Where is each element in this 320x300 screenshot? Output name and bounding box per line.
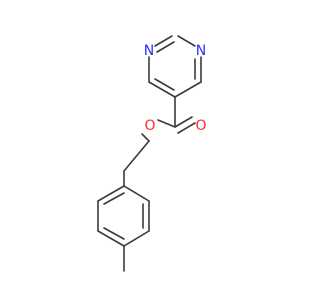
bond-carbonyl-o-double-1 xyxy=(174,116,193,128)
atom-n1-label: N xyxy=(144,43,154,59)
bond-ar4-ar5 xyxy=(97,230,125,247)
bond-c5-c6 xyxy=(148,81,176,98)
bond-n1-c2 xyxy=(154,35,173,47)
bond-ar4-ar5-inner xyxy=(103,227,125,240)
bond-layer xyxy=(97,35,202,272)
bond-c4-c5 xyxy=(174,81,202,98)
bond-carbonyl-o-ester xyxy=(157,119,176,128)
structure-canvas: N N O O xyxy=(97,35,207,272)
molecule-drawing: N N O O xyxy=(97,35,207,272)
bond-ar1-ar2 xyxy=(123,185,150,202)
bond-carbonyl-o-double-2 xyxy=(177,122,196,134)
atom-o-carbonyl-label: O xyxy=(195,118,206,134)
bond-o-ch2 xyxy=(141,133,150,142)
atom-o-ester-label: O xyxy=(144,118,155,134)
bond-c2-n3 xyxy=(177,35,196,47)
bond-c5-c6-inner xyxy=(154,78,175,91)
atom-label-layer: N N O O xyxy=(144,43,207,134)
bond-n1-c2-inner xyxy=(156,41,175,53)
bond-ar3-ar4 xyxy=(123,230,150,247)
bond-ch2-ch2 xyxy=(123,140,150,172)
bond-ar6-ar1 xyxy=(97,185,125,202)
bond-ar6-ar1-inner xyxy=(103,192,125,205)
atom-n3-label: N xyxy=(196,43,206,59)
